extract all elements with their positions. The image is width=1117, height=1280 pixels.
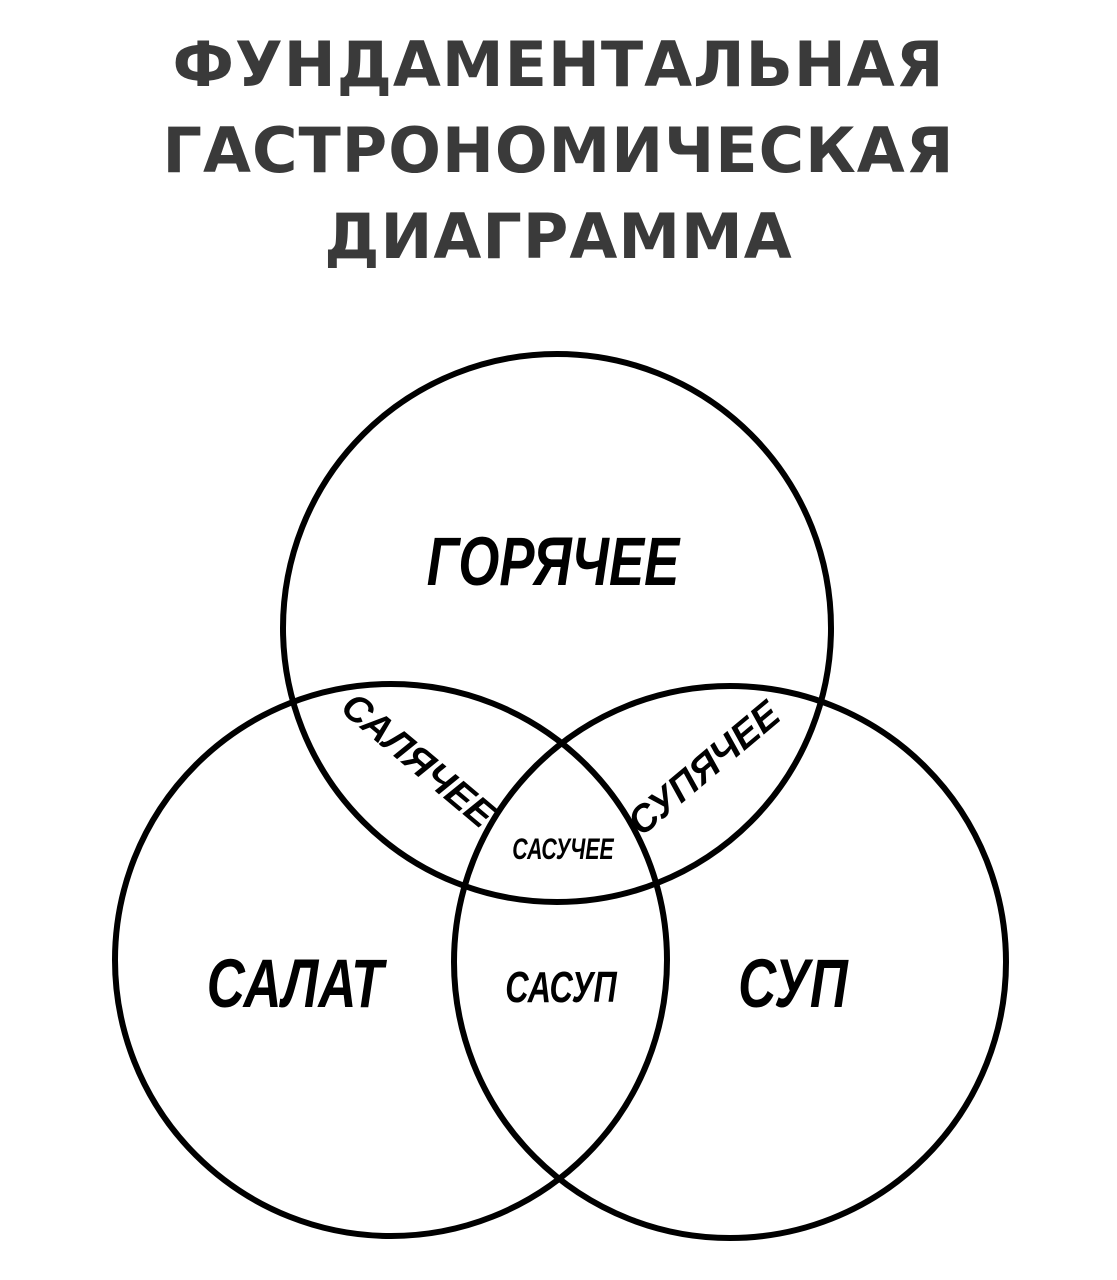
circle-hot [280, 351, 834, 905]
title-line-1: ФУНДАМЕНТАЛЬНАЯ [172, 28, 945, 101]
label-all-three: САСУЧЕЕ [512, 831, 614, 866]
label-hot: ГОРЯЧЕЕ [427, 523, 682, 599]
label-salad: САЛАТ [207, 945, 388, 1021]
title-line-2: ГАСТРОНОМИЧЕСКАЯ [162, 114, 955, 187]
title-line-3: ДИАГРАММА [324, 200, 793, 273]
diagram-title: ФУНДАМЕНТАЛЬНАЯ ГАСТРОНОМИЧЕСКАЯ ДИАГРАМ… [0, 22, 1117, 280]
circle-salad [112, 681, 670, 1239]
circle-soup [451, 683, 1009, 1241]
label-soup: СУП [738, 945, 849, 1021]
label-soup-hot: СУПЯЧЕЕ [620, 692, 789, 844]
label-salad-soup: САСУП [505, 963, 618, 1012]
